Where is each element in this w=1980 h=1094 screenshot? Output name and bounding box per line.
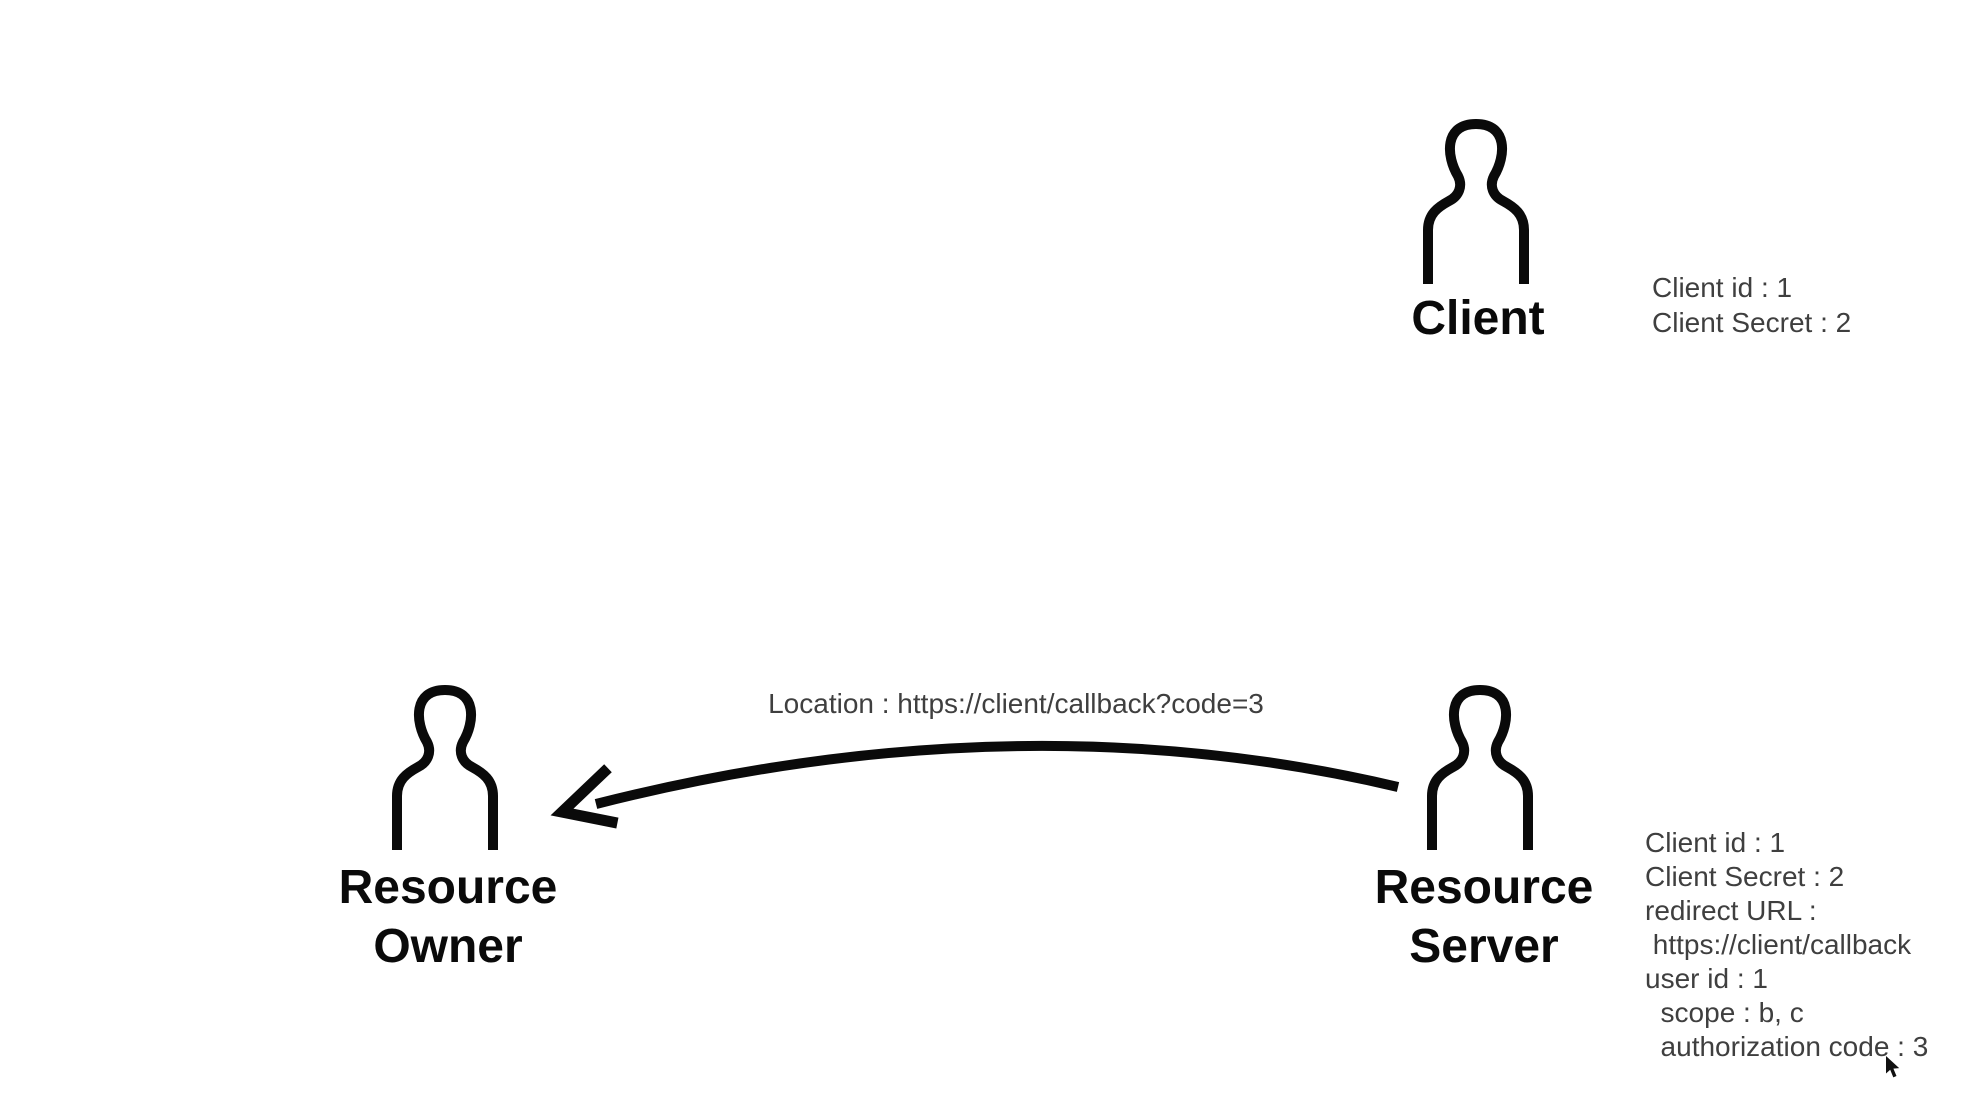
resource-server-details: Client id : 1 Client Secret : 2 redirect… — [1645, 826, 1928, 1064]
client-person-icon — [1418, 112, 1534, 284]
client-details: Client id : 1 Client Secret : 2 — [1652, 270, 1851, 340]
server-detail-line: Client Secret : 2 — [1645, 861, 1845, 892]
resource-server-label: Resource Server — [1344, 858, 1624, 976]
server-detail-line: authorization code : 3 — [1645, 1031, 1929, 1062]
server-detail-line: Client id : 1 — [1645, 827, 1786, 858]
resource-owner-label-line2: Owner — [373, 920, 523, 973]
redirect-arrow-label: Location : https://client/callback?code=… — [768, 688, 1264, 719]
resource-server-label-line1: Resource — [1374, 861, 1594, 914]
redirect-arrowhead-icon — [550, 764, 619, 829]
server-detail-line: scope : b, c — [1645, 997, 1804, 1028]
server-detail-line: user id : 1 — [1645, 963, 1768, 994]
server-detail-line: redirect URL : — [1645, 895, 1817, 926]
resource-owner-label: Resource Owner — [308, 858, 588, 976]
redirect-arrow-shaft — [594, 740, 1400, 809]
resource-owner-label-line1: Resource — [338, 861, 558, 914]
resource-server-person-icon — [1422, 678, 1538, 850]
server-detail-line: https://client/callback — [1645, 929, 1912, 960]
resource-owner-person-icon — [387, 678, 503, 850]
resource-server-label-line2: Server — [1409, 920, 1559, 973]
client-detail-line: Client Secret : 2 — [1652, 307, 1852, 338]
client-label: Client — [1411, 292, 1545, 345]
client-detail-line: Client id : 1 — [1652, 272, 1793, 303]
